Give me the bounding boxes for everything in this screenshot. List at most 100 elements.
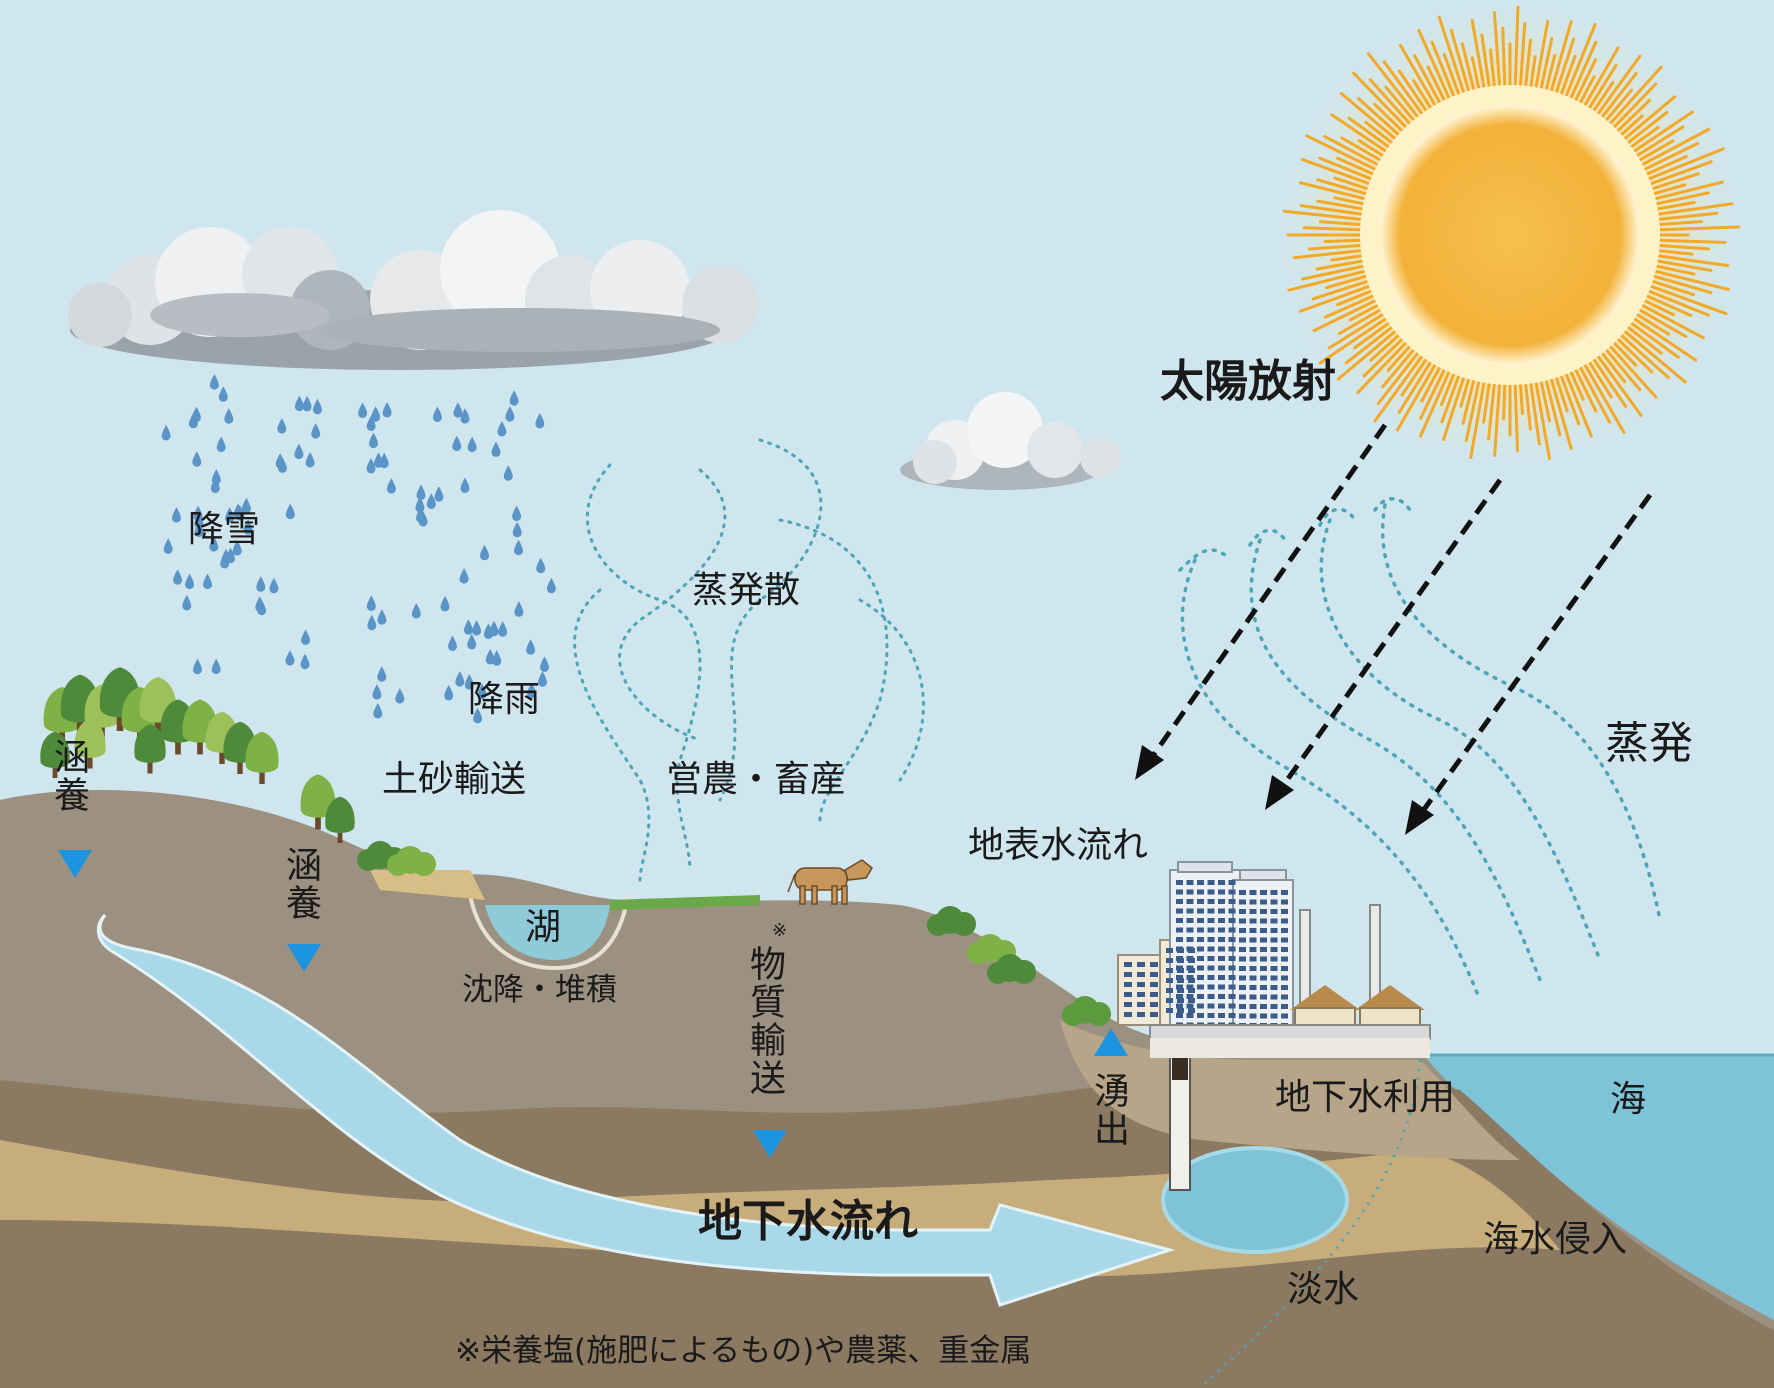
- sun-ray: [1353, 321, 1391, 350]
- building-window: [1176, 889, 1183, 895]
- building-window: [1186, 984, 1194, 990]
- sun-ray: [1356, 96, 1401, 137]
- sun-ray: [1292, 249, 1363, 260]
- building-window: [1270, 1013, 1278, 1019]
- building-window: [1281, 937, 1288, 943]
- building-window: [1228, 946, 1236, 952]
- building-window: [1281, 966, 1288, 971]
- building-window: [1218, 889, 1225, 895]
- building-window: [1239, 994, 1246, 1000]
- sun-ray: [1647, 147, 1725, 181]
- building-window: [1270, 956, 1278, 962]
- sun-ray: [1608, 344, 1658, 399]
- building-window: [1281, 1004, 1288, 1009]
- evapotranspiration-label: 蒸発散: [692, 570, 801, 611]
- sun-ray: [1470, 56, 1481, 90]
- building-window: [1218, 975, 1225, 980]
- sun-ray: [1459, 377, 1471, 408]
- building-window: [1150, 1012, 1158, 1017]
- building-window: [1176, 994, 1183, 999]
- sun-ray: [1652, 274, 1713, 295]
- building-window: [1281, 947, 1288, 952]
- recharge-label-2: 涵養: [280, 846, 321, 922]
- sun-ray: [1539, 36, 1554, 90]
- material-transport-mark: ※: [772, 920, 788, 941]
- building-window: [1228, 889, 1236, 895]
- building-window: [1218, 880, 1225, 885]
- sun-ray: [1629, 321, 1680, 359]
- building-window: [1150, 962, 1158, 967]
- building-window: [1281, 975, 1288, 981]
- sun-ray: [1324, 274, 1368, 290]
- building-window: [1260, 1004, 1267, 1009]
- sun-ray: [1600, 351, 1627, 384]
- building-window: [1186, 975, 1194, 980]
- sun-ray: [1569, 40, 1598, 100]
- building-window: [1270, 966, 1278, 971]
- building-window: [1239, 985, 1246, 990]
- sun-ray: [1311, 279, 1369, 301]
- sun-ray: [1364, 120, 1394, 145]
- building-window: [1186, 937, 1194, 942]
- building-window: [1239, 975, 1246, 981]
- building-window: [1207, 946, 1215, 952]
- sun-ray: [1643, 299, 1676, 317]
- sun-ray: [1323, 294, 1375, 319]
- sun-ray: [1282, 209, 1363, 221]
- sun-ray: [1554, 37, 1576, 94]
- sun-ray: [1623, 95, 1677, 141]
- sun-ray: [1656, 201, 1696, 211]
- building-window: [1177, 978, 1184, 983]
- sun-ray: [1299, 204, 1363, 216]
- sun-ray: [1368, 78, 1412, 126]
- sun-ray: [1592, 80, 1615, 113]
- building-window: [1270, 1004, 1278, 1009]
- sun-ray: [1544, 53, 1557, 91]
- building-window: [1281, 909, 1288, 914]
- sun-ray: [1480, 33, 1491, 88]
- building-window: [1218, 1003, 1225, 1009]
- sun-ray: [1638, 308, 1688, 338]
- sun-ray: [1658, 220, 1704, 227]
- building-window: [1228, 937, 1236, 942]
- building-window: [1166, 1008, 1173, 1013]
- building-window: [1249, 947, 1257, 952]
- lake-label: 湖: [525, 907, 562, 948]
- building-window: [1228, 975, 1236, 980]
- building-window: [1150, 982, 1158, 987]
- sun-ray: [1440, 374, 1461, 424]
- building-window: [1249, 918, 1257, 924]
- sun-ray: [1400, 357, 1428, 397]
- building-window: [1218, 965, 1225, 971]
- cow: [787, 859, 873, 905]
- building-window: [1218, 984, 1225, 990]
- sun-ray: [1651, 172, 1700, 191]
- building-window: [1260, 956, 1267, 962]
- sun-ray: [1482, 382, 1491, 424]
- building-window: [1228, 965, 1236, 971]
- building-window: [1249, 1004, 1257, 1009]
- sun-ray: [1470, 18, 1486, 89]
- sun: [1270, 0, 1750, 475]
- sun-ray: [1356, 341, 1408, 395]
- groundwater-flow-arrow: [96, 913, 1176, 1307]
- groundwater-use-label: 地下水利用: [1275, 1077, 1456, 1118]
- freshwater-label: 淡水: [1287, 1269, 1360, 1310]
- footnote: ※栄養塩(施肥によるもの)や農薬、重金属: [455, 1333, 1032, 1369]
- building-window: [1249, 975, 1257, 981]
- sun-ray: [1316, 178, 1368, 196]
- sun-ray: [1396, 363, 1437, 432]
- sun-ray: [1344, 325, 1394, 365]
- building-window: [1260, 985, 1267, 990]
- building-window: [1197, 975, 1204, 980]
- building-window: [1260, 928, 1267, 933]
- building-window: [1150, 992, 1158, 997]
- building-window: [1166, 968, 1173, 973]
- building-window: [1281, 928, 1288, 933]
- building-window: [1228, 908, 1236, 914]
- building-window: [1188, 978, 1195, 983]
- sun-ray: [1449, 28, 1471, 93]
- building-window: [1218, 937, 1225, 942]
- sun-ray: [1439, 372, 1456, 407]
- building-window: [1270, 937, 1278, 943]
